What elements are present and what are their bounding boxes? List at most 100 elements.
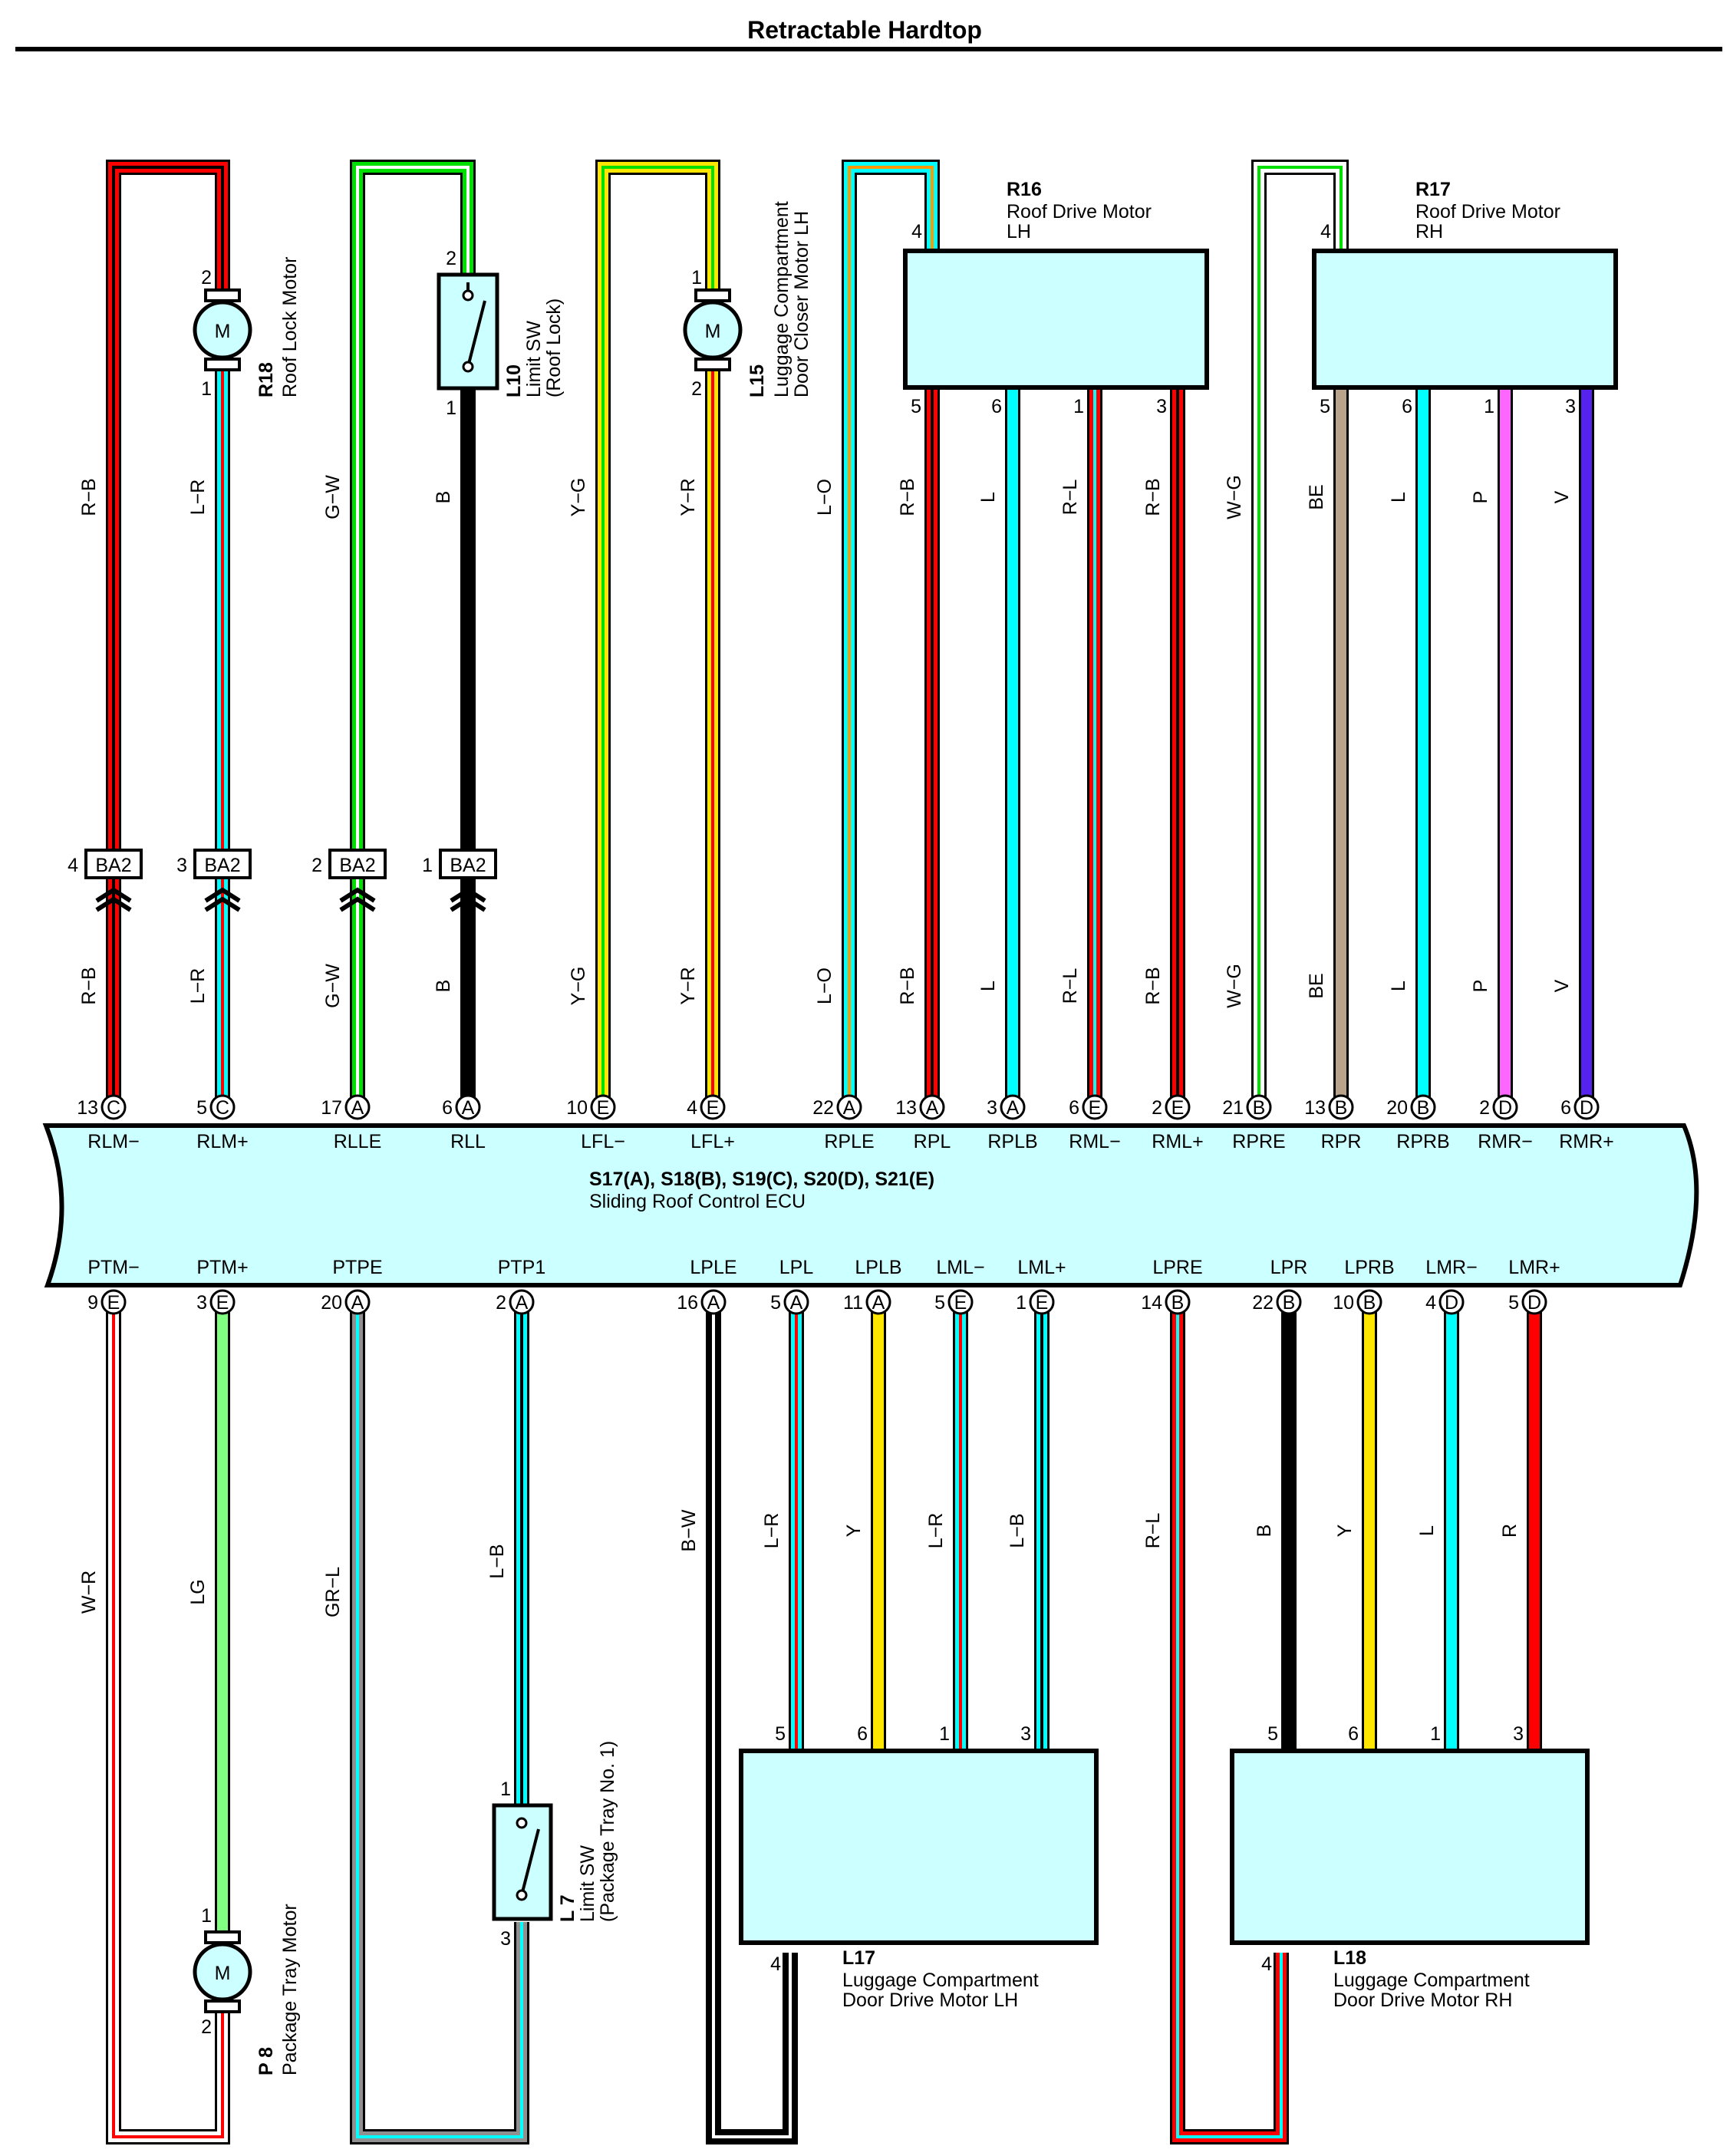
ecu-terminal-connector-top-3: A <box>462 1097 475 1119</box>
ecu-terminal-pin-top-1: 5 <box>196 1097 207 1119</box>
l7-contact-bottom-node <box>516 1889 528 1901</box>
l10-pin-bottom: 1 <box>446 397 456 419</box>
wire-label-top-2: G−W <box>322 475 344 519</box>
wire-bottom-gr-l-stripe <box>356 1302 523 2138</box>
wire-label-top-lower-1: L−R <box>187 968 209 1004</box>
ecu-terminal-pin-top-3: 6 <box>442 1097 453 1119</box>
l7-pin-top: 1 <box>500 1779 511 1800</box>
wire-label-top-12: BE <box>1306 484 1327 509</box>
ba2-chevron-1-0 <box>204 887 241 903</box>
l18-name: Luggage Compartment <box>1333 1970 1530 1991</box>
wire-label-top-lower-15: V <box>1551 979 1573 992</box>
ecu-terminal-pin-bottom-7: 5 <box>934 1292 945 1314</box>
r18-name: Roof Lock Motor <box>279 257 301 397</box>
ecu-terminal-connector-bottom-4: A <box>707 1292 720 1314</box>
ecu-terminal-name-bottom-0: PTM− <box>87 1257 139 1278</box>
r18-motor-cap-bottom <box>204 358 241 371</box>
r18-pin-top: 2 <box>201 267 212 288</box>
ecu-terminal-pin-top-13: 20 <box>1386 1097 1408 1119</box>
l10-contact-bottom-node <box>462 361 474 373</box>
wire-label-bottom-5: L−R <box>761 1513 783 1549</box>
ba2-chevron-2-0 <box>339 887 376 903</box>
ecu-terminal-name-bottom-11: LPRB <box>1344 1257 1394 1278</box>
l18-box <box>1230 1749 1590 1945</box>
l10-pin-top: 2 <box>446 248 456 269</box>
ecu-terminal-name-top-8: RPLB <box>987 1131 1037 1152</box>
p8-motor-cap-bottom <box>204 1999 241 2013</box>
ecu-terminal-connector-bottom-0: E <box>107 1292 120 1314</box>
wire-label-top-3: B <box>433 491 454 504</box>
l18-pin-top-2: 1 <box>1430 1723 1441 1745</box>
wire-label-bottom-7: L−R <box>925 1513 947 1549</box>
r16-pin-bottom-0: 5 <box>911 396 921 417</box>
l7-contact-top-node <box>516 1817 528 1829</box>
l15-sub: Door Closer Motor LH <box>791 211 812 397</box>
ba2-connector-2 <box>328 849 387 879</box>
l17-sub: Door Drive Motor LH <box>842 1990 1018 2011</box>
ecu-terminal-bottom-7 <box>947 1289 974 1315</box>
ecu-terminal-name-top-10: RML+ <box>1152 1131 1203 1152</box>
ecu-terminal-top-9 <box>1082 1094 1108 1120</box>
r17-sub: RH <box>1415 221 1443 242</box>
wire-bottom-gr-l <box>352 1302 527 2142</box>
wire-top-l-o-stripe <box>848 166 934 1107</box>
l7-switch-blade <box>520 1828 540 1896</box>
ba2-connector-name-2: BA2 <box>339 855 375 876</box>
ecu-terminal-pin-bottom-1: 3 <box>196 1292 207 1314</box>
ba2-connector-0 <box>84 849 143 879</box>
wire-label-top-lower-14: P <box>1470 980 1491 993</box>
ba2-connector-name-1: BA2 <box>204 855 240 876</box>
wire-label-top-8: L <box>977 492 999 503</box>
ecu-terminal-pin-top-0: 13 <box>77 1097 98 1119</box>
wire-label-top-6: L−O <box>814 479 835 516</box>
r16-sub: LH <box>1007 221 1031 242</box>
l17-pin-top-0: 5 <box>775 1723 786 1745</box>
ba2-chevron-2-1 <box>339 896 376 912</box>
ecu-terminal-connector-bottom-3: A <box>516 1292 529 1314</box>
ecu-terminal-top-0 <box>101 1094 127 1120</box>
ecu-terminal-top-8 <box>1000 1094 1026 1120</box>
l7-id: L 7 <box>557 1894 578 1922</box>
ecu-terminal-pin-top-12: 13 <box>1304 1097 1326 1119</box>
r16-id: R16 <box>1007 179 1042 200</box>
ecu-terminal-top-14 <box>1492 1094 1518 1120</box>
ecu-terminal-connector-top-7: A <box>926 1097 939 1119</box>
ecu-terminal-name-bottom-7: LML− <box>936 1257 984 1278</box>
r18-pin-bottom: 1 <box>201 378 212 400</box>
wire-label-top-lower-11: W−G <box>1224 964 1245 1008</box>
r16-pin-bottom-3: 3 <box>1156 396 1167 417</box>
r18-id: R18 <box>255 362 277 397</box>
labels-layer: R−BR−BL−RL−RG−WG−WBBY−GY−GY−RY−RL−OL−OR−… <box>77 179 1614 2075</box>
ecu-terminal-bottom-12 <box>1438 1289 1465 1315</box>
ecu-terminal-pin-bottom-2: 20 <box>321 1292 342 1314</box>
l18-id: L18 <box>1333 1947 1366 1969</box>
ecu-terminal-bottom-2 <box>344 1289 371 1315</box>
wire-label-bottom-4: B−W <box>678 1509 700 1551</box>
p8-motor-symbol-letter: M <box>215 1963 231 1984</box>
r17-pin-top-0: 4 <box>1320 221 1331 242</box>
wire-label-top-lower-13: L <box>1388 981 1409 991</box>
l15-motor-cap-bottom <box>694 358 731 371</box>
ecu-terminal-connector-bottom-12: D <box>1445 1292 1458 1314</box>
ba2-connector-pin-1: 3 <box>176 855 187 876</box>
ba2-connector-name-0: BA2 <box>95 855 131 876</box>
ecu-terminal-name-top-0: RLM− <box>87 1131 139 1152</box>
wire-label-top-lower-7: R−B <box>897 967 918 1004</box>
wire-label-bottom-11: Y <box>1334 1524 1356 1537</box>
l18-pin-top-1: 6 <box>1348 1723 1359 1745</box>
wire-bottom-r-l <box>1172 1302 1287 2142</box>
wire-top-g-w-stripe <box>356 166 470 1107</box>
ecu-terminal-name-bottom-6: LPLB <box>855 1257 901 1278</box>
ba2-connector-3 <box>439 849 497 879</box>
ecu-terminal-name-bottom-8: LML+ <box>1017 1257 1066 1278</box>
l10-contact-top-node <box>462 289 474 302</box>
l15-id: L15 <box>746 364 768 397</box>
wire-label-top-7: R−B <box>897 478 918 516</box>
ecu-terminal-name-bottom-2: PTPE <box>332 1257 382 1278</box>
wire-label-top-11: W−G <box>1224 475 1245 519</box>
ecu-terminal-top-5 <box>700 1094 726 1120</box>
ecu-terminal-top-2 <box>344 1094 371 1120</box>
ecu-terminal-connector-bottom-10: B <box>1283 1292 1296 1314</box>
